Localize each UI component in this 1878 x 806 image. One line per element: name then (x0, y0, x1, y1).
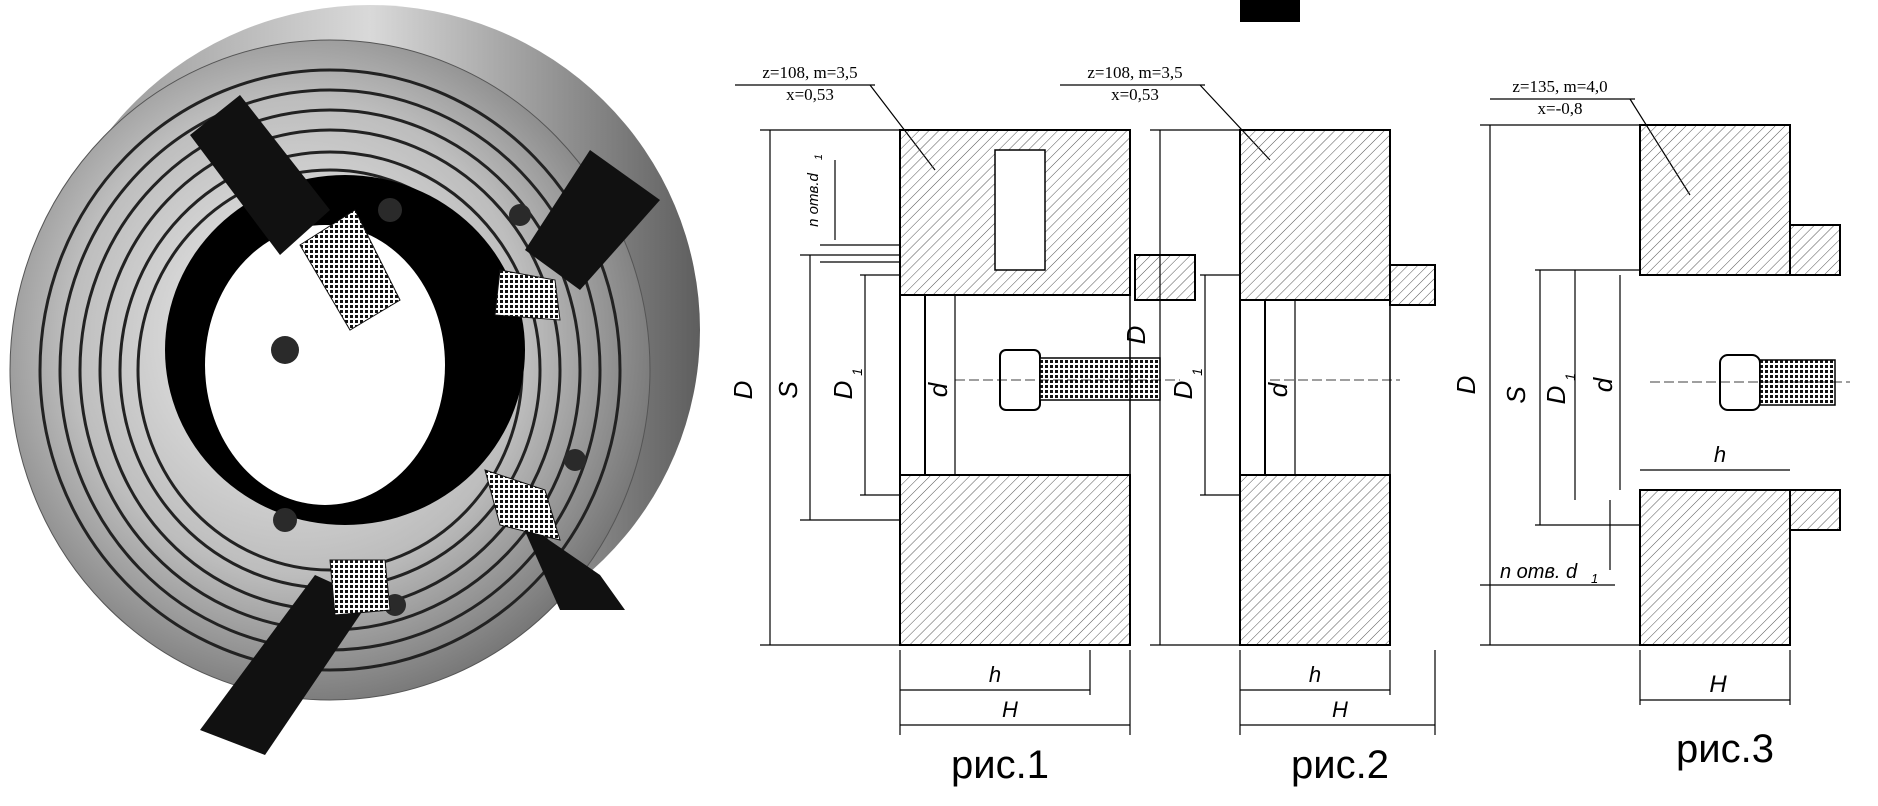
jaw-top-right (494, 150, 660, 321)
fig1-label-D: D (728, 381, 758, 400)
four-jaw-chuck-photo (9, 5, 700, 755)
fig3-label-d: d (1588, 376, 1618, 392)
fig2-label-D: D (1121, 326, 1151, 345)
fig1-label-D1-sub: 1 (849, 368, 865, 376)
fig1-gear-spec-line2: x=0,53 (786, 85, 834, 104)
jaw-bottom-right (484, 469, 625, 610)
fig2-label-H: H (1332, 697, 1348, 722)
fig3-label-H: H (1709, 671, 1727, 698)
figure-1: z=108, m=3,5 x=0,53 (728, 63, 1196, 787)
figure-2: z=108, m=3,5 x=0,53 D D 1 d h H (1060, 63, 1436, 787)
fig2-gear-spec-line2: x=0,53 (1111, 85, 1159, 104)
fig2-label-D1-sub: 1 (1189, 368, 1205, 376)
fig3-label-D1-sub: 1 (1562, 373, 1578, 381)
fig2-label-h: h (1309, 662, 1321, 687)
fig1-label-holes-sub: 1 (813, 154, 825, 160)
fig1-label-h: h (989, 662, 1001, 687)
fig1-label-H: H (1002, 697, 1018, 722)
fig1-label-D1: D (828, 381, 858, 400)
fig3-gear-spec-line2: x=-0,8 (1538, 99, 1583, 118)
fig2-label-D1: D (1168, 381, 1198, 400)
fig3-caption: рис.3 (1676, 727, 1774, 771)
fig2-caption: рис.2 (1291, 743, 1389, 787)
fig1-label-holes: n отв.d (805, 172, 822, 226)
fig3-label-holes-sub: 1 (1591, 571, 1598, 586)
jaw-bottom-left (200, 559, 391, 755)
jaw-top-left (190, 95, 401, 331)
fig3-label-D: D (1451, 376, 1481, 395)
fig3-gear-spec-line1: z=135, m=4,0 (1512, 77, 1607, 96)
cropped-heading-fragment (1240, 0, 1300, 22)
figure-3: z=135, m=4,0 x=-0,8 D (1451, 77, 1850, 771)
fig3-label-S: S (1501, 386, 1531, 404)
fig1-caption: рис.1 (951, 743, 1049, 787)
fig3-screw (1719, 354, 1836, 411)
fig1-label-d: d (923, 381, 953, 397)
fig1-screw (955, 349, 1180, 411)
fig3-label-holes: n отв. d (1500, 561, 1578, 583)
fig1-gear-spec-line1: z=108, m=3,5 (762, 63, 857, 82)
fig3-label-h: h (1714, 442, 1726, 467)
fig2-gear-spec-line1: z=108, m=3,5 (1087, 63, 1182, 82)
fig3-label-D1: D (1541, 386, 1571, 405)
fig1-label-S: S (773, 381, 803, 399)
fig2-label-d: d (1263, 381, 1293, 397)
